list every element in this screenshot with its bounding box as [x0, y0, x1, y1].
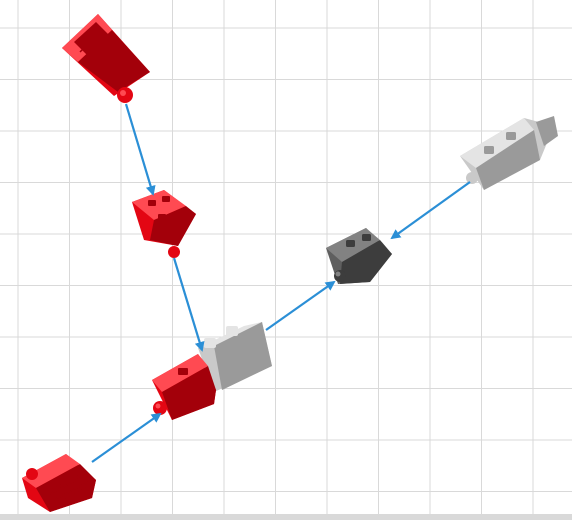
red-building-block-middle[interactable]	[132, 190, 196, 258]
connection-arrows	[91, 103, 471, 463]
light-grey-block-with-pin[interactable]	[460, 116, 558, 190]
dark-grey-building-block[interactable]	[326, 228, 392, 284]
arrow-middle-block-to-assembly	[172, 257, 205, 352]
angled-red-block-bottom[interactable]	[22, 454, 96, 512]
arrow-light-grey-block-to-dark-grey-block	[390, 181, 471, 240]
angled-red-block-top[interactable]	[62, 14, 150, 103]
arrow-bottom-block-to-assembly	[91, 412, 162, 463]
arrow-assembly-to-dark-grey-block	[265, 280, 336, 331]
bottom-bar	[0, 514, 572, 520]
arrow-top-block-to-middle-block	[124, 103, 156, 196]
combined-red-grey-assembly[interactable]	[152, 322, 272, 420]
